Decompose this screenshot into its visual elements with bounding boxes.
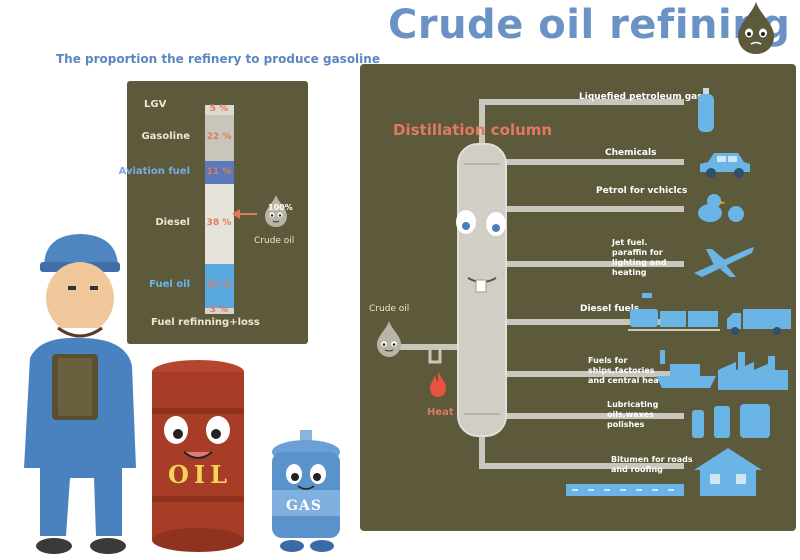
barrel-label: OIL (168, 460, 233, 489)
flame-icon (430, 371, 446, 397)
rubber-duck-icon (698, 194, 744, 222)
product-diesel: Diesel fuels (580, 304, 640, 314)
feed-label: Crude oil (369, 304, 410, 314)
segment-label: Diesel (155, 217, 190, 229)
bar-segment (205, 105, 234, 116)
car-icon (700, 153, 750, 178)
oil-barrel-mascot (152, 360, 244, 552)
input-percent: 100% (268, 203, 293, 212)
worker-mascot (24, 234, 136, 554)
bar-segment (205, 184, 234, 264)
tank-label: GAS (286, 498, 322, 514)
lubricant-cans-icon (692, 404, 770, 438)
airplane-icon (694, 247, 754, 277)
product-bitumen: Bitumen for roads and roofing (611, 455, 693, 474)
segment-percent: 21 % (206, 279, 232, 290)
segment-label: Fuel oil (149, 278, 190, 290)
heat-label: Heat (427, 407, 454, 418)
proportion-bar (205, 105, 234, 314)
segment-label: LGV (144, 99, 167, 110)
train-icon (628, 293, 720, 331)
oil-drop-mascot-icon (738, 2, 774, 54)
segment-label: Aviation fuel (118, 165, 190, 177)
input-label: Crude oil (254, 236, 295, 246)
segment-percent: 38 % (206, 218, 232, 229)
gas-cylinder-icon (698, 88, 714, 132)
page-title: Crude oil refining (388, 2, 791, 48)
product-chemicals: Chemicals (605, 148, 657, 158)
bar-segment (205, 115, 234, 162)
bar-segment (205, 161, 234, 185)
segment-percent: 11 % (206, 166, 232, 177)
crude-oil-feed-icon (377, 321, 401, 357)
bar-segment (205, 263, 234, 308)
input-arrow (237, 213, 257, 215)
segment-label: Gasoline (141, 131, 190, 143)
house-icon (694, 448, 762, 496)
bar-segment (205, 307, 234, 314)
segment-percent: 3 % (209, 304, 229, 315)
product-lpg: Liquefied petroleum gas (579, 92, 703, 102)
road-icon (566, 484, 684, 496)
crude-oil-drop-icon (265, 195, 287, 227)
product-jet-fuel: Jet fuel. paraffin for lighting and heat… (612, 238, 667, 277)
ship-icon (656, 350, 716, 388)
product-lubricating: Lubricating oils,waxes polishes (607, 400, 659, 429)
distillation-diagram (400, 99, 684, 469)
segment-percent: 22 % (206, 132, 232, 143)
product-petrol: Petrol for vchiclcs (596, 186, 688, 196)
input-arrow-head (232, 209, 240, 219)
column-label: Distillation column (393, 121, 553, 139)
proportion-title: The proportion the refinery to produce g… (56, 52, 380, 66)
segment-label: Fuel refinning+loss (151, 317, 260, 328)
gas-tank-mascot (272, 430, 340, 552)
factory-icon (718, 352, 788, 390)
truck-icon (727, 309, 791, 335)
segment-percent: 5 % (209, 104, 229, 115)
